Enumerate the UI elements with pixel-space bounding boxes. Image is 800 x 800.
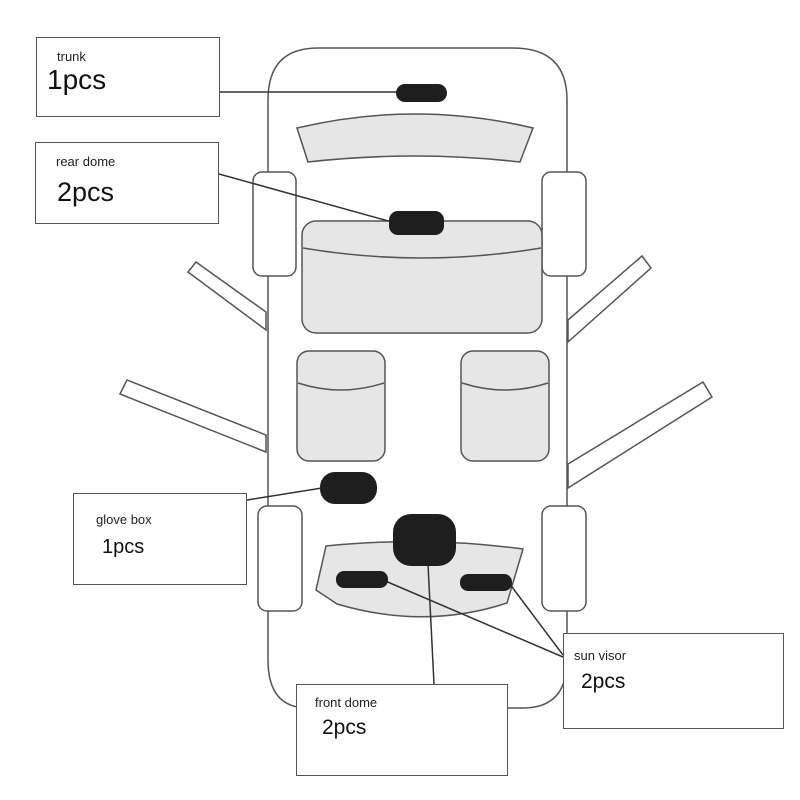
- wheel-rear-left: [252, 171, 297, 277]
- rear-dome-label: rear dome: [56, 154, 116, 169]
- trunk-label: trunk: [57, 49, 86, 64]
- sun-visor-light-left: [336, 571, 388, 588]
- trunk-callout: trunk 1pcs: [36, 37, 220, 117]
- doors: [118, 254, 714, 490]
- passenger-seat-line: [461, 382, 549, 391]
- wheel-front-left: [257, 505, 303, 612]
- sun-visor-label: sun visor: [574, 648, 627, 663]
- glove-box-leader: [246, 487, 323, 501]
- glove-box-quantity: 1pcs: [102, 536, 145, 558]
- front-dome-leader: [427, 563, 435, 685]
- windshield: [315, 540, 524, 618]
- rear-dome-callout: rear dome 2pcs: [35, 142, 219, 224]
- left-front-door: [118, 379, 267, 454]
- rear-dome-light: [389, 211, 444, 235]
- sun-visor-leader-left: [382, 579, 564, 658]
- rear-dome-quantity: 2pcs: [57, 177, 115, 207]
- right-rear-door: [567, 254, 653, 344]
- rear-dome-leader: [218, 173, 393, 223]
- trunk-light: [396, 84, 447, 102]
- rear-bench-seat: [301, 220, 543, 334]
- trunk-quantity: 1pcs: [47, 64, 107, 95]
- front-dome-quantity: 2pcs: [322, 716, 367, 739]
- lights: [320, 84, 512, 591]
- wheels: [252, 171, 587, 612]
- glove-box-label: glove box: [96, 512, 152, 527]
- rear-bench-seat-line: [302, 247, 542, 259]
- driver-seat: [296, 350, 386, 462]
- left-rear-door: [186, 260, 267, 332]
- interior: [296, 113, 550, 618]
- wheel-front-right: [541, 505, 587, 612]
- driver-seat-line: [297, 382, 385, 391]
- rear-window: [296, 113, 535, 163]
- front-dome-label: front dome: [315, 695, 378, 710]
- glove-box-callout: glove box 1pcs: [73, 493, 247, 585]
- front-dome-callout: front dome 2pcs: [296, 684, 508, 776]
- sun-visor-leader-right: [508, 582, 564, 656]
- sun-visor-light-right: [460, 574, 512, 591]
- sun-visor-quantity: 2pcs: [581, 670, 626, 693]
- right-front-door: [567, 380, 714, 490]
- car-body: [267, 47, 568, 709]
- car-outline: [267, 47, 568, 709]
- passenger-seat: [460, 350, 550, 462]
- front-dome-light: [393, 514, 456, 566]
- wheel-rear-right: [541, 171, 587, 277]
- connector-lines: [218, 91, 564, 685]
- glove-box-light: [320, 472, 377, 504]
- sun-visor-callout: sun visor 2pcs: [563, 633, 784, 729]
